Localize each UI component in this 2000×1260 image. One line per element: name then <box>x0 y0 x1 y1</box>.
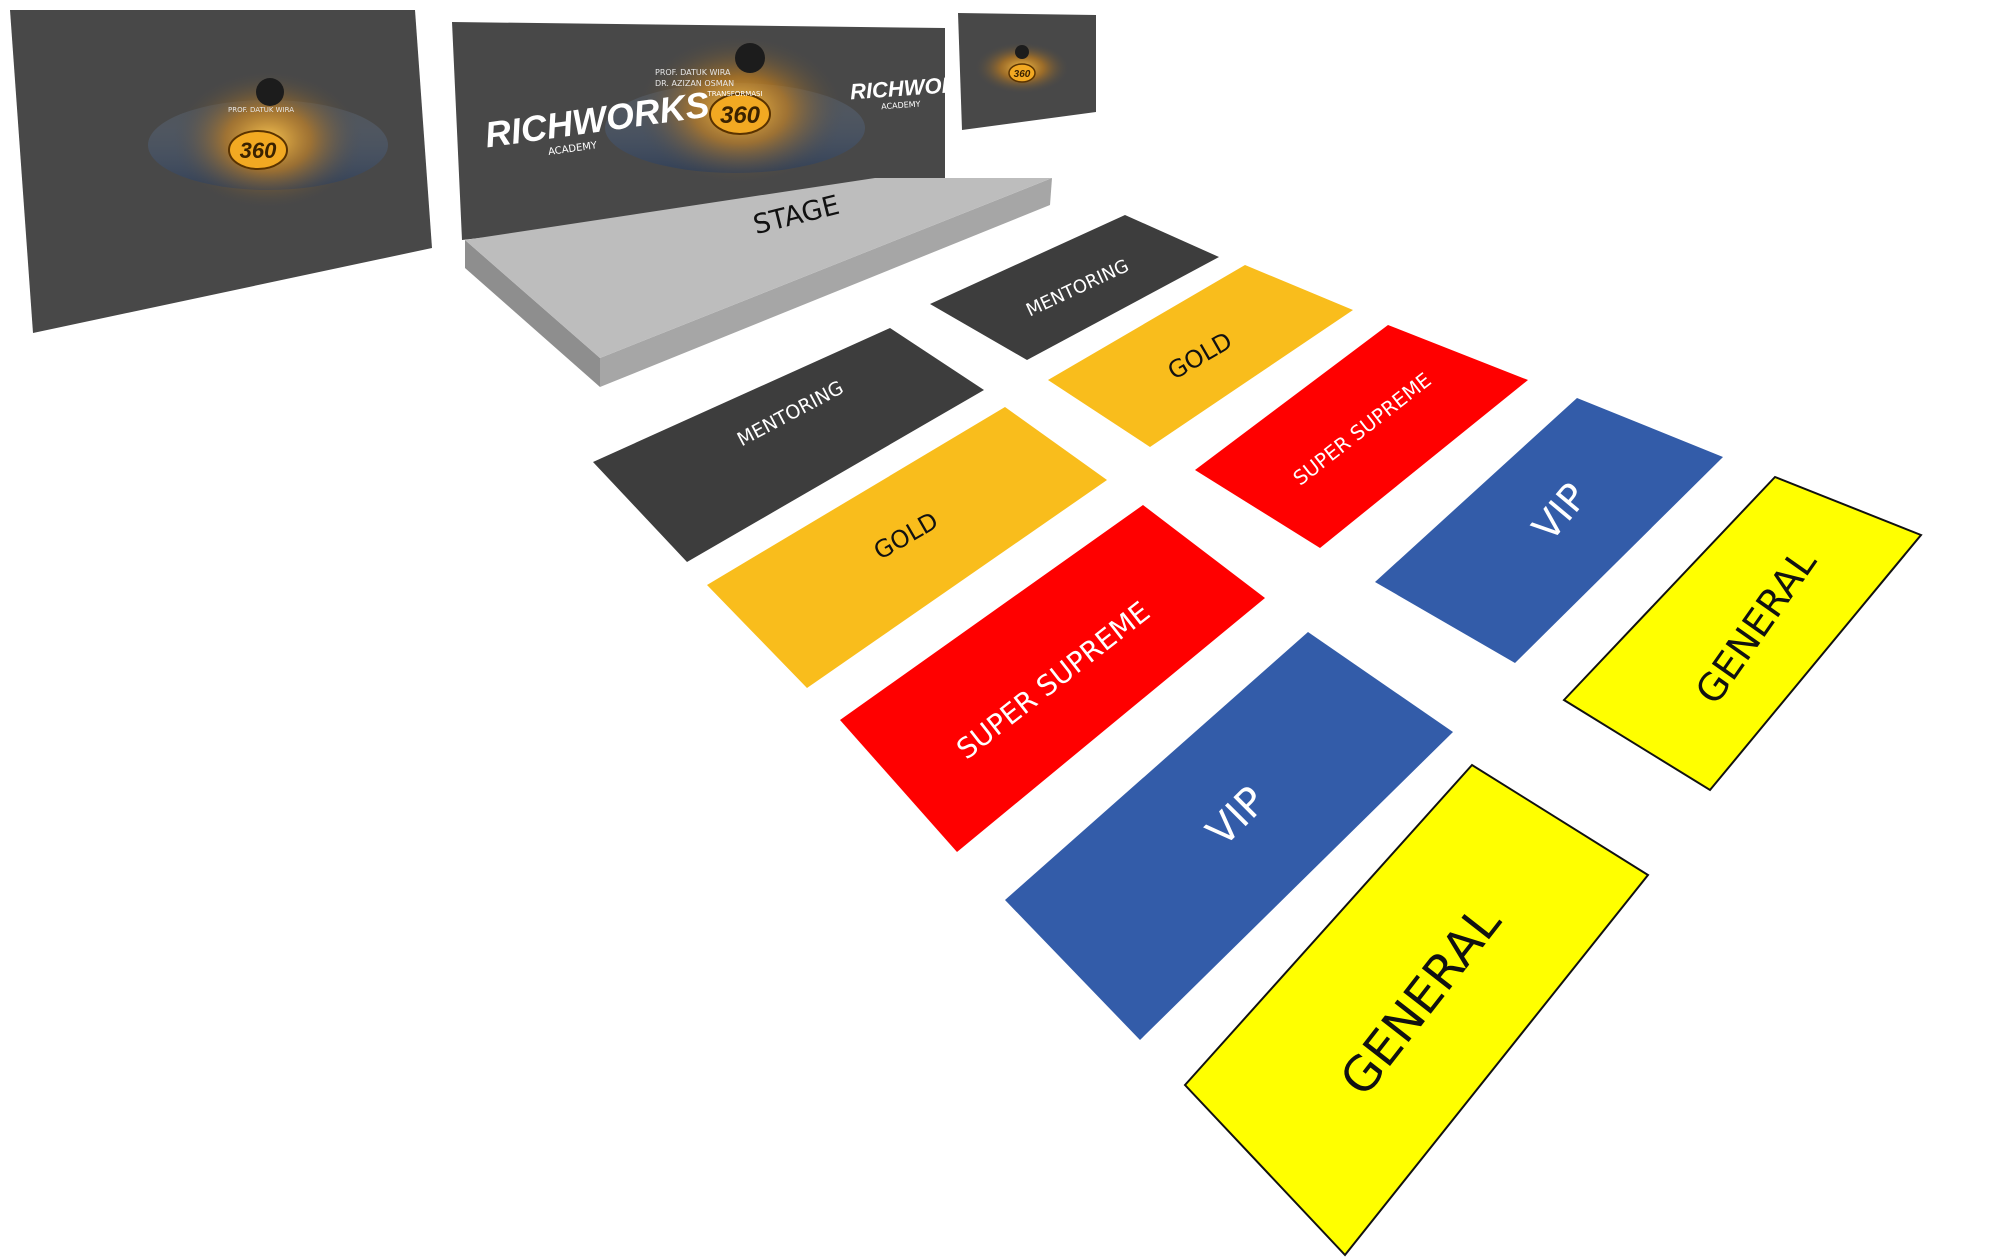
zone-general-left: GENERAL <box>1183 763 1650 1257</box>
zone-vip-left: VIP <box>1005 632 1453 1040</box>
stage-top <box>465 178 1052 358</box>
badge-360-icon <box>228 130 288 170</box>
badge-360-icon <box>1008 63 1036 83</box>
center-brand-sub-right: ACADEMY <box>881 100 921 112</box>
zone-mentoring-right: MENTORING <box>930 215 1219 360</box>
left-screen-banner: PROF. DATUK WIRA 360 <box>148 70 388 210</box>
center-screen-banner: PROF. DATUK WIRA DR. AZIZAN OSMAN 360 TR… <box>482 35 989 185</box>
stage-side <box>465 240 600 387</box>
zone-super-supreme-left: SUPER SUPREME <box>840 505 1265 852</box>
speaker-photo-icon <box>1015 45 1029 59</box>
right-badge-number: 360 <box>1014 69 1031 80</box>
right-screen-banner: 360 <box>974 42 1070 94</box>
center-speaker-line-2: DR. AZIZAN OSMAN <box>655 79 734 88</box>
center-screen: PROF. DATUK WIRA DR. AZIZAN OSMAN 360 TR… <box>452 22 989 240</box>
zone-gold-left: GOLD <box>707 407 1107 688</box>
zone-gold-right: GOLD <box>1048 265 1353 447</box>
speaker-photo-icon <box>735 43 765 73</box>
center-speaker-line-1: PROF. DATUK WIRA <box>655 68 731 77</box>
left-badge-number: 360 <box>240 138 277 163</box>
stage-front <box>600 178 1052 387</box>
zone-super-supreme-right: SUPER SUPREME <box>1195 325 1528 548</box>
badge-360-icon <box>709 93 771 135</box>
stage: STAGE <box>465 178 1052 387</box>
center-badge-caption: TRANSFORMASI <box>706 90 762 98</box>
left-speaker-line: PROF. DATUK WIRA <box>228 106 294 114</box>
zone-vip-right: VIP <box>1375 398 1723 663</box>
speaker-photo-icon <box>256 78 284 106</box>
center-badge-number: 360 <box>720 102 761 129</box>
left-screen: PROF. DATUK WIRA 360 <box>10 10 432 333</box>
right-screen: 360 <box>958 13 1096 130</box>
